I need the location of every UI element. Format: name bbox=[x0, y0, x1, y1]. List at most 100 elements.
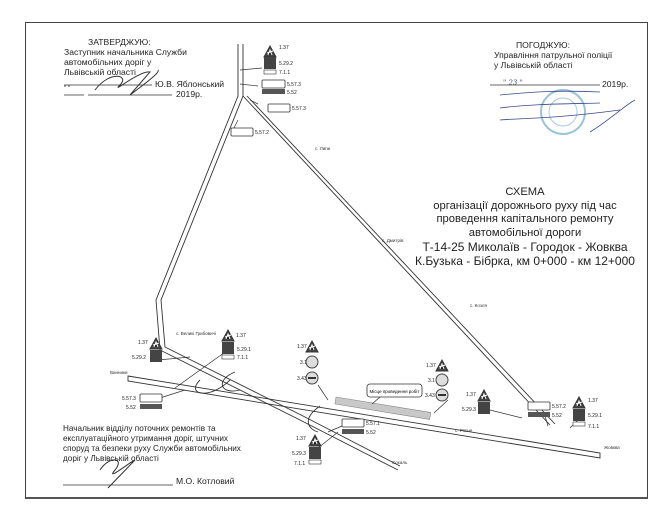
distance-plate-icon bbox=[572, 421, 586, 427]
approval-heading: ЗАТВЕРДЖУЮ: bbox=[88, 37, 151, 47]
roadworks-sign-icon bbox=[477, 389, 491, 402]
roadworks-sign-icon bbox=[435, 359, 449, 372]
no-entry-sign-icon bbox=[305, 355, 319, 369]
title-line: СХЕМА bbox=[505, 186, 545, 198]
signature-lines bbox=[63, 84, 600, 486]
sign-code: 5.29.3 bbox=[292, 451, 306, 457]
distance-plate-icon bbox=[263, 69, 277, 75]
stamp bbox=[499, 89, 636, 135]
sign-code: 3.1 bbox=[300, 360, 307, 366]
sign-group-south: 5.57.1 5.52 1.37 5.29.3 7.1.1 bbox=[292, 418, 380, 467]
signoff-name: М.О. Котловий bbox=[176, 476, 235, 486]
sign-code: 5.57.3 bbox=[292, 106, 306, 112]
direction-sign-icon bbox=[261, 79, 286, 89]
direction-sign-icon bbox=[267, 103, 291, 113]
sign-code: 5.29.2 bbox=[132, 355, 146, 361]
roadworks-sign-icon bbox=[149, 337, 163, 350]
sign-code: 3.43 bbox=[425, 393, 435, 399]
route-sign-icon bbox=[342, 429, 364, 434]
place-west-village: с. Великі Грибовичі bbox=[176, 331, 216, 336]
sign-code: 1.37 bbox=[296, 436, 306, 442]
place-west: Винники bbox=[110, 370, 128, 375]
roadworks-sign-icon bbox=[305, 340, 319, 353]
sign-group-north: 1.37 5.29.2 7.1.1 5.57.3 5.52 5.57.3 5.5… bbox=[230, 45, 306, 137]
sign-code: 1.37 bbox=[426, 363, 436, 369]
signature bbox=[94, 69, 159, 489]
sign-code: 5.57.3 bbox=[122, 396, 136, 402]
sign-code: 5.57.2 bbox=[552, 404, 566, 410]
direction-sign-icon bbox=[527, 401, 551, 411]
sign-code: 1.37 bbox=[138, 340, 148, 346]
roadworks-sign-icon bbox=[221, 329, 235, 342]
direction-sign-icon bbox=[230, 127, 254, 137]
detour-sign-icon bbox=[264, 57, 276, 69]
sign-code: 7.1.1 bbox=[294, 461, 305, 467]
direction-sign-icon bbox=[341, 418, 365, 428]
detour-sign-icon bbox=[309, 447, 321, 459]
sign-code: 5.29.3 bbox=[462, 407, 476, 413]
sign-code: 5.52 bbox=[366, 430, 376, 436]
sign-code: 5.57.2 bbox=[255, 130, 269, 136]
sign-code: 5.29.2 bbox=[279, 61, 293, 67]
route-sign-icon bbox=[528, 412, 550, 417]
place-south: Сокаль bbox=[392, 460, 408, 465]
sign-code: 5.52 bbox=[126, 405, 136, 411]
sign-code: 5.57.1 bbox=[366, 421, 380, 427]
sign-code: 7.1.1 bbox=[237, 355, 248, 361]
sign-group-west: 1.37 5.29.2 1.37 5.29.1 7.1.1 5.57.3 5.5… bbox=[122, 329, 251, 411]
approval-right-line: Управління патрульної поліції bbox=[494, 50, 613, 60]
sign-group-work-start: 1.37 3.1 3.43 1.37 3.1 3.43 bbox=[297, 340, 449, 402]
route-sign-icon bbox=[262, 89, 285, 94]
signoff-line: споруд та безпеки руху Служби автомобіль… bbox=[63, 444, 241, 453]
signoff-line: Начальник відділу поточних ремонтів та bbox=[63, 424, 216, 433]
sign-code: 5.52 bbox=[287, 90, 297, 96]
approval-left-name: Ю.В. Яблонський bbox=[155, 79, 225, 89]
sign-code: 5.52 bbox=[552, 413, 562, 419]
sign-group-east: 1.37 5.29.3 5.57.2 5.52 1.37 5.29.1 7.1.… bbox=[462, 389, 602, 430]
sign-code: 7.1.1 bbox=[588, 424, 599, 430]
sign-code: 3.43 bbox=[297, 376, 307, 382]
scheme-title: СХЕМА організації дорожнього руху під ча… bbox=[400, 186, 650, 268]
sign-leaders bbox=[157, 67, 581, 449]
roadworks-sign-icon bbox=[572, 396, 586, 409]
work-zone-label: Місце проведення робіт bbox=[370, 389, 420, 394]
route-sign-icon bbox=[140, 404, 162, 409]
work-zone-callout bbox=[366, 383, 423, 398]
title-line: Т-14-25 Миколаїв - Городок - Жовква bbox=[422, 240, 628, 254]
approval-right-year: 2019р. bbox=[602, 79, 629, 89]
sign-code: 1.37 bbox=[279, 45, 289, 51]
roadworks-sign-icon bbox=[308, 434, 322, 447]
approval-right-date-day: " 23 " bbox=[503, 79, 523, 87]
direction-sign-icon bbox=[139, 393, 163, 403]
sign-code: 1.37 bbox=[236, 333, 246, 339]
signoff-line: експлуатаційного утримання доріг, штучни… bbox=[63, 434, 229, 443]
sign-code: 5.29.1 bbox=[588, 413, 602, 419]
approval-left-line: Заступник начальника Служби bbox=[64, 47, 187, 57]
sign-code: 1.37 bbox=[297, 344, 307, 350]
place-northeast: с. Дмитрів bbox=[382, 238, 404, 243]
distance-plate-icon bbox=[221, 354, 235, 360]
title-line: К.Бузька - Бібрка, км 0+000 - км 12+000 bbox=[415, 254, 635, 268]
work-zone bbox=[334, 396, 432, 420]
detour-sign-icon bbox=[222, 342, 234, 354]
approval-left-line: автомобільних доріг у bbox=[64, 57, 152, 67]
sign-code: 5.29.1 bbox=[237, 347, 251, 353]
approval-right-line: у Львівській області bbox=[494, 60, 573, 70]
title-line: організації дорожнього руху під час bbox=[433, 199, 617, 212]
approval-left-year: 2019р. bbox=[176, 89, 203, 99]
distance-plate-icon bbox=[308, 459, 322, 465]
place-east: Жовква bbox=[604, 445, 620, 450]
sign-code: 5.57.3 bbox=[287, 82, 301, 88]
sign-code: 1.37 bbox=[466, 392, 476, 398]
detour-sign-icon bbox=[150, 350, 162, 362]
roads bbox=[127, 44, 601, 471]
place-east-road: с. Рясне bbox=[455, 428, 473, 433]
sign-code: 3.1 bbox=[428, 378, 435, 384]
title-line: проведення капітального ремонту bbox=[436, 213, 614, 225]
detour-sign-icon bbox=[478, 402, 490, 414]
sign-code: 7.1.1 bbox=[279, 70, 290, 76]
document-frame bbox=[25, 22, 648, 499]
place-north: с. Липи bbox=[315, 146, 331, 151]
sign-code: 1.37 bbox=[588, 398, 598, 404]
